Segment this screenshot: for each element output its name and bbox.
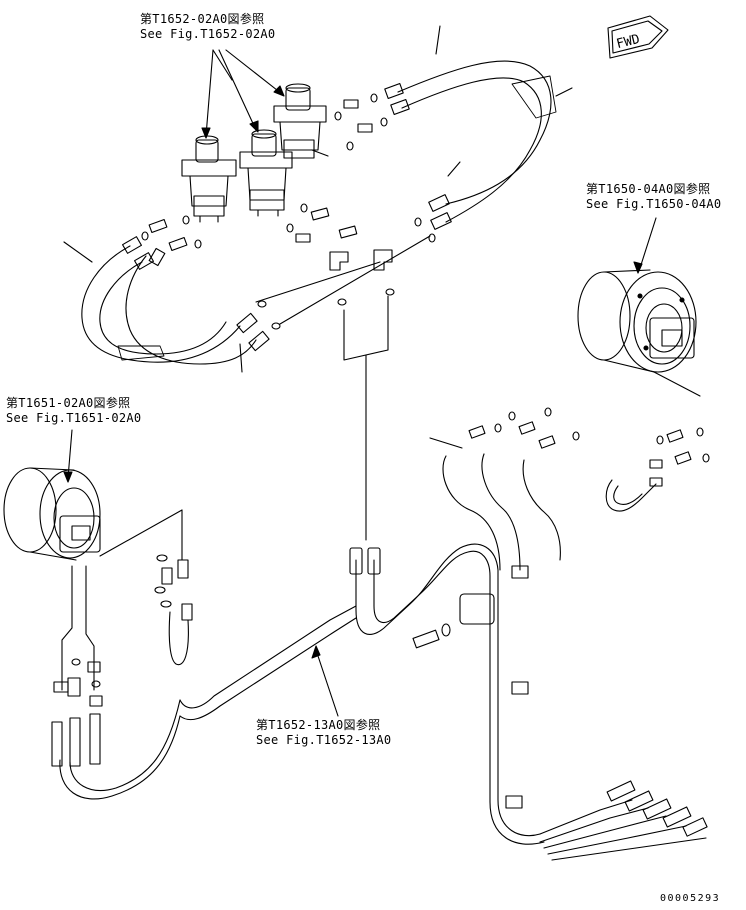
ref-top-en: See Fig.T1652-02A0 <box>140 27 276 41</box>
ref-label-left: 第T1651-02A0図参照 See Fig.T1651-02A0 <box>6 396 141 426</box>
ref-left-jp: 第T1651-02A0図参照 <box>6 396 131 410</box>
ref-left-en: See Fig.T1651-02A0 <box>6 411 142 425</box>
hose-icon <box>429 371 701 571</box>
bolt-icon <box>412 565 529 809</box>
ref-bottom-jp: 第T1652-13A0図参照 <box>256 718 381 732</box>
ref-right-en: See Fig.T1650-04A0 <box>586 197 722 211</box>
travel-motor-icon <box>577 269 697 373</box>
leader-left <box>67 429 73 479</box>
fitting-icon <box>51 554 193 767</box>
fitting-icon <box>468 407 710 487</box>
hose-icon <box>59 509 545 845</box>
leader-right <box>639 217 657 269</box>
ref-label-bottom: 第T1652-13A0図参照 See Fig.T1652-13A0 <box>256 718 391 748</box>
ref-top-jp: 第T1652-02A0図参照 <box>140 12 265 26</box>
ref-label-right: 第T1650-04A0図参照 See Fig.T1650-04A0 <box>586 182 721 212</box>
fwd-arrow-tag: FWD <box>607 15 669 59</box>
ref-right-jp: 第T1650-04A0図参照 <box>586 182 711 196</box>
drawing-number: 00005293 <box>660 893 721 904</box>
leader-bottom <box>315 649 339 717</box>
o-ring-icon <box>141 93 436 330</box>
swivel-joint-icon <box>181 83 329 223</box>
leader-lines-top <box>201 49 285 139</box>
hose-icon <box>63 236 270 373</box>
travel-motor-icon <box>3 467 101 561</box>
fwd-text: FWD <box>615 32 642 52</box>
fitting-icon <box>148 99 393 271</box>
hose-icon <box>539 780 708 861</box>
ref-label-top: 第T1652-02A0図参照 See Fig.T1652-02A0 <box>140 12 275 42</box>
connection-lines <box>255 235 431 541</box>
ref-bottom-en: See Fig.T1652-13A0 <box>256 733 392 747</box>
hose-icon <box>384 25 573 230</box>
